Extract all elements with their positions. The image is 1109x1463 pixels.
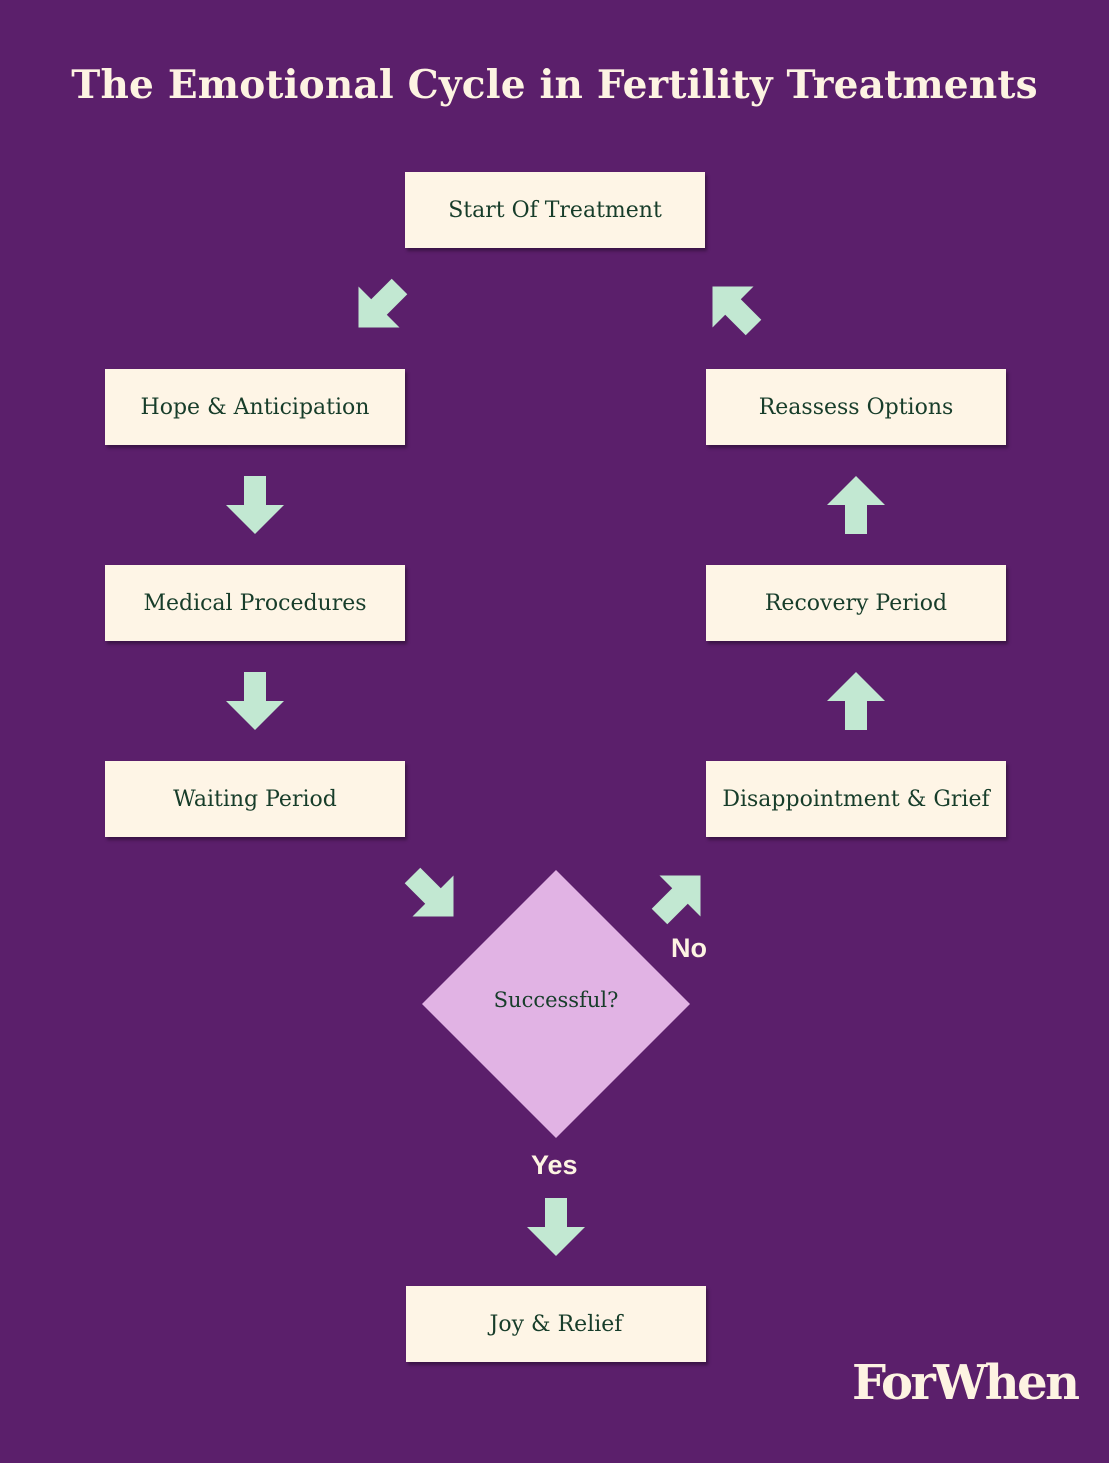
arrow-down-icon — [225, 671, 285, 731]
node-recovery-period: Recovery Period — [706, 565, 1006, 641]
node-waiting-period: Waiting Period — [105, 761, 405, 837]
node-label: Reassess Options — [758, 394, 954, 420]
node-label: Hope & Anticipation — [140, 394, 370, 420]
node-start-of-treatment: Start Of Treatment — [405, 172, 705, 248]
page-title: The Emotional Cycle in Fertility Treatme… — [71, 62, 1038, 108]
branch-label-yes: Yes — [531, 1150, 578, 1180]
node-label: Recovery Period — [764, 590, 948, 616]
node-medical-procedures: Medical Procedures — [105, 565, 405, 641]
arrow-down-right-icon — [403, 866, 463, 926]
node-label: Waiting Period — [173, 786, 337, 812]
node-label: Disappointment & Grief — [722, 786, 990, 812]
node-hope-anticipation: Hope & Anticipation — [105, 369, 405, 445]
arrow-up-icon — [826, 475, 886, 535]
branch-label-no: No — [671, 933, 707, 963]
decision-label: Successful? — [493, 988, 619, 1012]
forwhen-logo: ForWhen — [852, 1355, 1080, 1411]
decision-diamond — [422, 870, 690, 1138]
arrow-up-left-icon — [703, 277, 763, 337]
arrow-up-icon — [826, 671, 886, 731]
node-disappointment-grief: Disappointment & Grief — [706, 761, 1006, 837]
arrow-down-icon — [526, 1197, 586, 1257]
arrow-down-icon — [225, 475, 285, 535]
node-label: Start Of Treatment — [448, 197, 662, 223]
node-reassess-options: Reassess Options — [706, 369, 1006, 445]
node-label: Joy & Relief — [489, 1311, 623, 1337]
arrow-up-right-icon — [650, 866, 710, 926]
arrow-down-left-icon — [349, 277, 409, 337]
node-label: Medical Procedures — [143, 590, 367, 616]
node-joy-relief: Joy & Relief — [406, 1286, 706, 1362]
